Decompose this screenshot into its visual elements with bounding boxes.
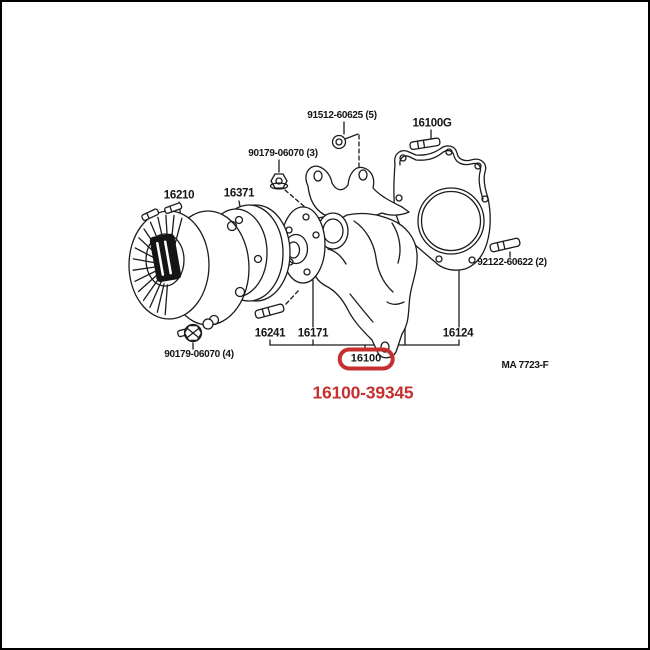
pulley-seat-drawing [281,207,325,283]
part-label-16124: 16124 [442,327,474,340]
part-label-16210: 16210 [163,189,195,202]
part-label-16100g: 16100G [412,117,452,130]
water-pump-drawing [299,166,418,358]
part-label-16241: 16241 [254,327,286,340]
fan-coupling-drawing [129,203,249,337]
drawing-reference-code: MA 7723-F [501,360,549,371]
part-label-nut-lower: 90179-06070 (4) [164,349,234,360]
part-label-16171: 16171 [297,327,329,340]
part-label-bolt: 91512-60625 (5) [307,110,377,121]
part-label-16371: 16371 [223,187,255,200]
part-label-nut-front: 90179-06070 (3) [248,148,318,159]
highlighted-part-label: 16100 [337,347,395,371]
oem-part-number: 16100-39345 [312,382,414,403]
part-label-stud-rear: 92122-60622 (2) [477,257,547,268]
fastener-drawings [185,136,521,342]
